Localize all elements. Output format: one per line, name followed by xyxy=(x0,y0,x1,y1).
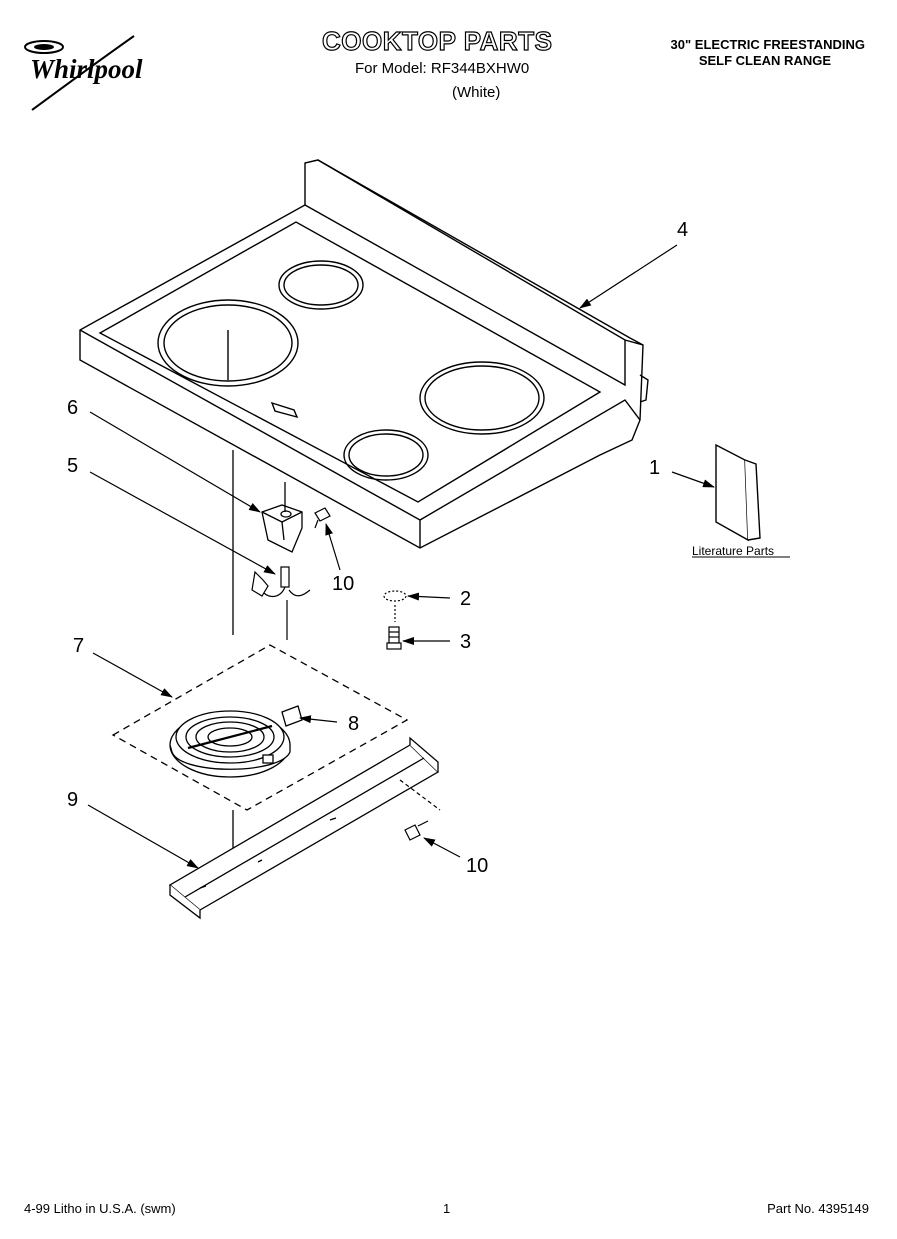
model-color: (White) xyxy=(452,84,501,101)
part-number: Part No. 4395149 xyxy=(767,1201,869,1216)
svg-text:Whirlpool: Whirlpool xyxy=(30,54,143,84)
screw-part-3 xyxy=(386,626,402,650)
support-channel-part xyxy=(168,736,440,920)
model-number: For Model: RF344BXHW0 xyxy=(355,60,530,77)
print-info: 4-99 Litho in U.S.A. (swm) xyxy=(24,1201,176,1216)
element-outline-part xyxy=(111,644,409,811)
callout-9: 9 xyxy=(67,789,78,811)
terminal-block-part xyxy=(261,482,303,553)
callout-2: 2 xyxy=(460,588,471,610)
page-title: COOKTOP PARTS xyxy=(321,25,553,56)
callout-4: 4 xyxy=(677,219,688,241)
radiant-element-part xyxy=(169,705,303,778)
product-description-line1: 30" ELECTRIC FREESTANDING xyxy=(670,37,865,52)
literature-parts-label: Literature Parts xyxy=(692,544,774,558)
whirlpool-logo: Whirlpool xyxy=(24,35,143,111)
callout-5: 5 xyxy=(67,455,78,477)
callout-3: 3 xyxy=(460,631,471,653)
callout-8: 8 xyxy=(348,713,359,735)
callout-numbers: 4 1 6 5 10 2 3 7 8 9 10 Literature Parts xyxy=(67,219,774,877)
screw-part-upper xyxy=(314,507,331,529)
screw-part-lower xyxy=(399,779,441,841)
page-number: 1 xyxy=(443,1201,451,1216)
callout-10-upper: 10 xyxy=(332,573,354,595)
callout-10-lower: 10 xyxy=(466,855,488,877)
cooktop-part xyxy=(79,159,649,549)
washer-part xyxy=(383,590,407,622)
callout-leaders xyxy=(87,244,715,869)
callout-7: 7 xyxy=(73,635,84,657)
callout-1: 1 xyxy=(649,457,660,479)
product-description-line2: SELF CLEAN RANGE xyxy=(698,53,831,68)
literature-parts-booklet xyxy=(715,443,761,542)
wire-harness-part xyxy=(251,566,311,640)
callout-6: 6 xyxy=(67,397,78,419)
